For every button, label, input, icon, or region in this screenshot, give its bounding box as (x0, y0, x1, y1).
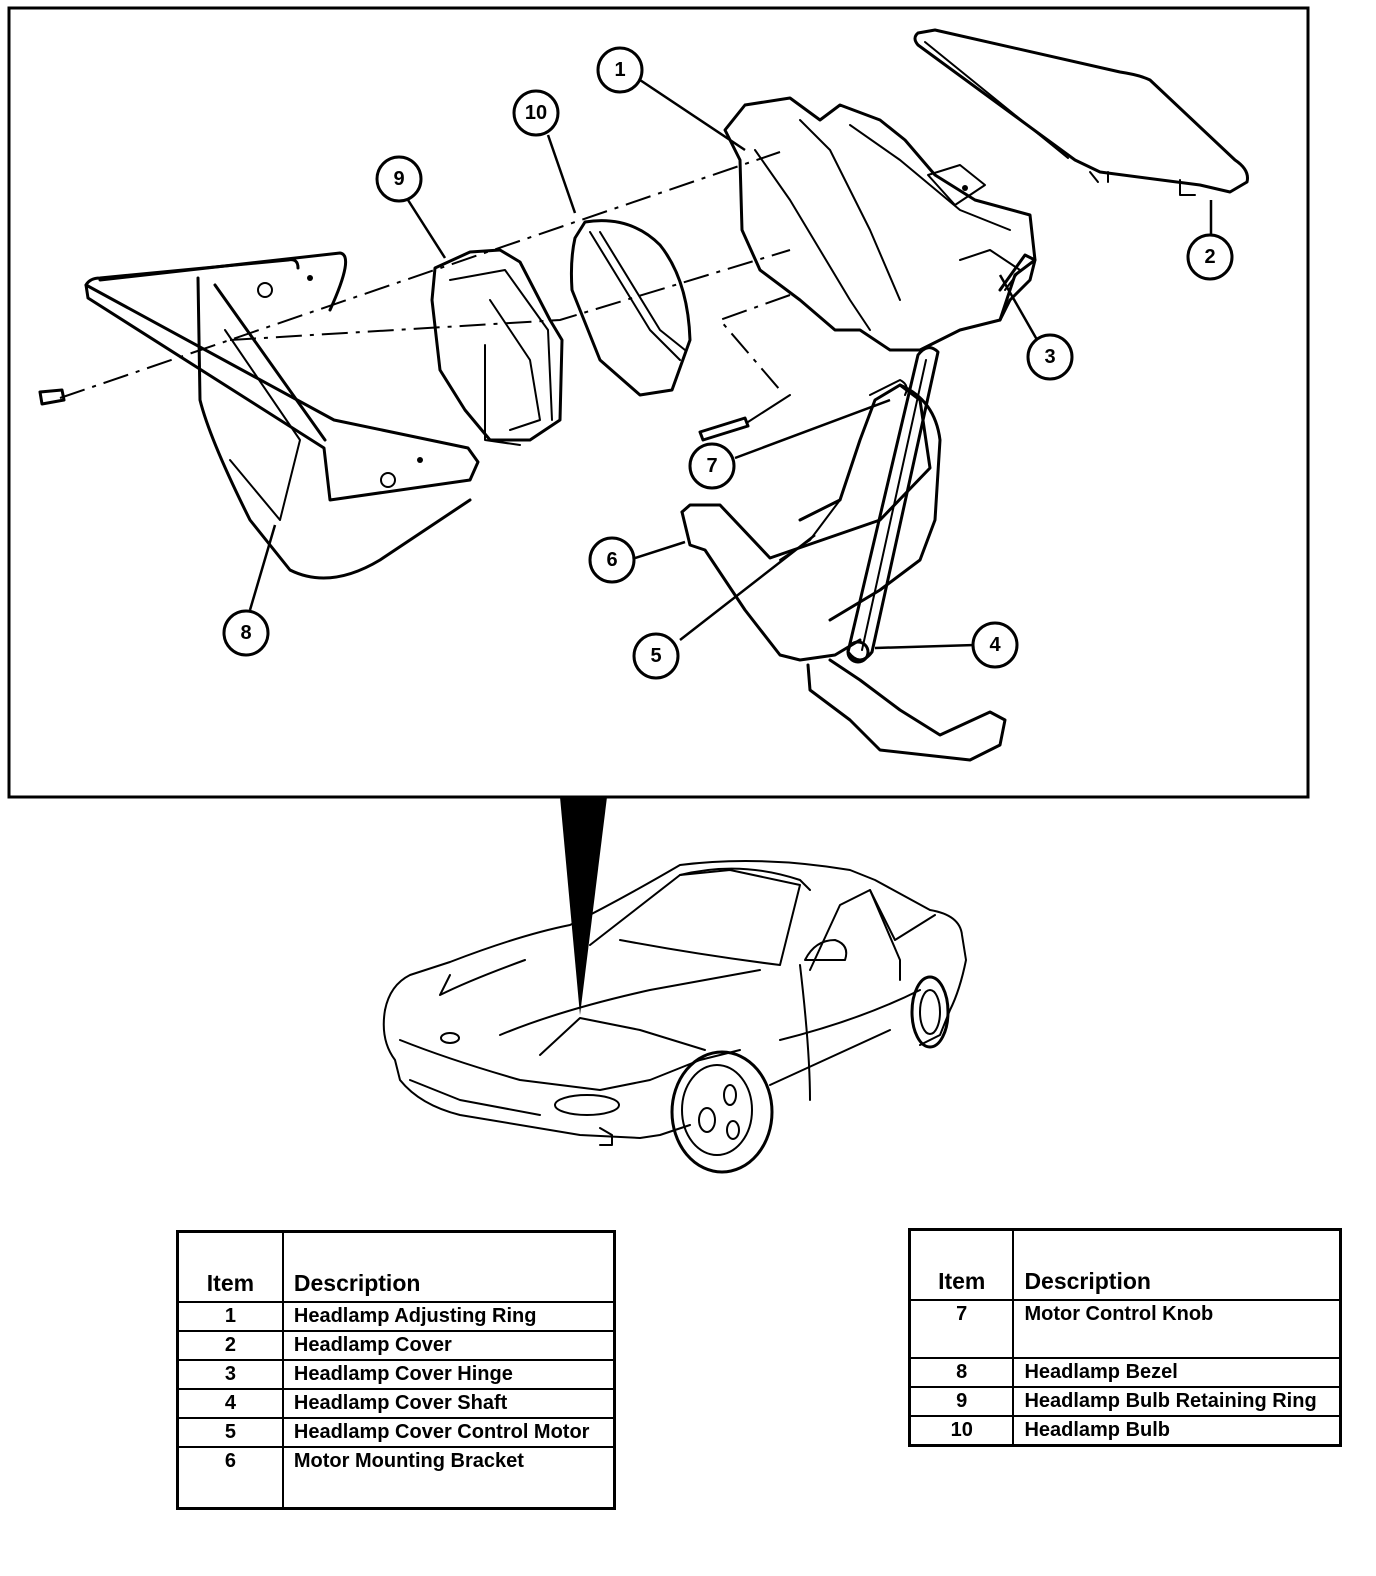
leader-7 (734, 398, 891, 460)
headlamp-cover (913, 28, 1249, 196)
item-number: 6 (176, 1446, 284, 1510)
item-number: 1 (176, 1301, 284, 1332)
table-header-row: Item Description (908, 1228, 1342, 1301)
exploded-view-diagram: 1 2 3 4 5 6 7 8 9 10 (7, 6, 1310, 1174)
vehicle-locator-illustration (382, 860, 967, 1174)
callout-8: 8 (222, 609, 270, 657)
table-row: 8 Headlamp Bezel (908, 1357, 1342, 1388)
callout-1: 1 (596, 46, 644, 94)
location-pointer (560, 797, 607, 1015)
item-description: Motor Control Knob (1012, 1299, 1342, 1359)
svg-text:2: 2 (1204, 246, 1215, 268)
mounting-screw (698, 416, 750, 442)
column-header-description: Description (1012, 1228, 1342, 1301)
callout-9: 9 (375, 155, 423, 203)
screw-alignment-line (718, 294, 791, 391)
leader-5 (679, 534, 816, 641)
headlamp-bezel (38, 251, 480, 580)
parts-table-right: Item Description 7 Motor Control Knob 8 … (908, 1228, 1342, 1447)
table-row: 5 Headlamp Cover Control Motor (176, 1417, 616, 1448)
svg-text:1: 1 (614, 59, 625, 81)
item-description: Headlamp Cover Shaft (281, 1388, 616, 1419)
column-header-item: Item (176, 1230, 284, 1303)
table-row: 7 Motor Control Knob (908, 1299, 1342, 1359)
item-number: 7 (908, 1299, 1015, 1359)
callout-2: 2 (1186, 233, 1234, 281)
svg-text:5: 5 (650, 645, 661, 667)
svg-text:3: 3 (1044, 346, 1055, 368)
callout-6: 6 (588, 536, 636, 584)
svg-text:9: 9 (393, 168, 404, 190)
item-description: Headlamp Cover Hinge (281, 1359, 616, 1390)
leader-9 (406, 199, 447, 259)
svg-text:10: 10 (525, 102, 547, 124)
item-description: Headlamp Cover (281, 1330, 616, 1361)
item-number: 4 (176, 1388, 284, 1419)
headlamp-bulb (569, 219, 692, 397)
item-description: Motor Mounting Bracket (281, 1446, 616, 1510)
item-description: Headlamp Cover Control Motor (281, 1417, 616, 1448)
control-motor-and-bracket (680, 379, 1007, 762)
table-row: 3 Headlamp Cover Hinge (176, 1359, 616, 1390)
item-number: 5 (176, 1417, 284, 1448)
leader-1 (639, 78, 746, 152)
headlamp-cover-shaft (846, 346, 940, 664)
table-row: 1 Headlamp Adjusting Ring (176, 1301, 616, 1332)
leader-3 (998, 274, 1042, 346)
item-number: 2 (176, 1330, 284, 1361)
item-description: Headlamp Bezel (1012, 1357, 1342, 1388)
item-description: Headlamp Bulb (1012, 1415, 1342, 1447)
headlamp-adjusting-ring-housing (723, 96, 1037, 352)
table-row: 6 Motor Mounting Bracket (176, 1446, 616, 1510)
leader-4 (874, 643, 976, 650)
svg-text:7: 7 (706, 455, 717, 477)
assembly-centerline-2 (229, 249, 791, 341)
column-header-item: Item (908, 1228, 1015, 1301)
callout-7: 7 (688, 442, 736, 490)
table-row: 4 Headlamp Cover Shaft (176, 1388, 616, 1419)
item-description: Headlamp Bulb Retaining Ring (1012, 1386, 1342, 1417)
table-row: 10 Headlamp Bulb (908, 1415, 1342, 1447)
column-header-description: Description (281, 1230, 616, 1303)
callout-3: 3 (1026, 333, 1074, 381)
item-number: 3 (176, 1359, 284, 1390)
callout-10: 10 (512, 89, 560, 137)
parts-table-left: Item Description 1 Headlamp Adjusting Ri… (176, 1230, 616, 1510)
leader-6 (634, 540, 686, 560)
item-number: 10 (908, 1415, 1015, 1447)
item-description: Headlamp Adjusting Ring (281, 1301, 616, 1332)
callout-4: 4 (971, 621, 1019, 669)
svg-text:6: 6 (606, 549, 617, 571)
headlamp-cover-hinge (998, 253, 1037, 322)
table-row: 9 Headlamp Bulb Retaining Ring (908, 1386, 1342, 1417)
leader-8 (248, 524, 277, 611)
diagram-frame (7, 6, 1310, 799)
table-header-row: Item Description (176, 1230, 616, 1303)
item-number: 8 (908, 1357, 1015, 1388)
leader-10 (546, 134, 577, 214)
table-row: 2 Headlamp Cover (176, 1330, 616, 1361)
callout-5: 5 (632, 632, 680, 680)
svg-text:8: 8 (240, 622, 251, 644)
bulb-retaining-ring (430, 248, 564, 446)
svg-text:4: 4 (989, 634, 1001, 656)
item-number: 9 (908, 1386, 1015, 1417)
